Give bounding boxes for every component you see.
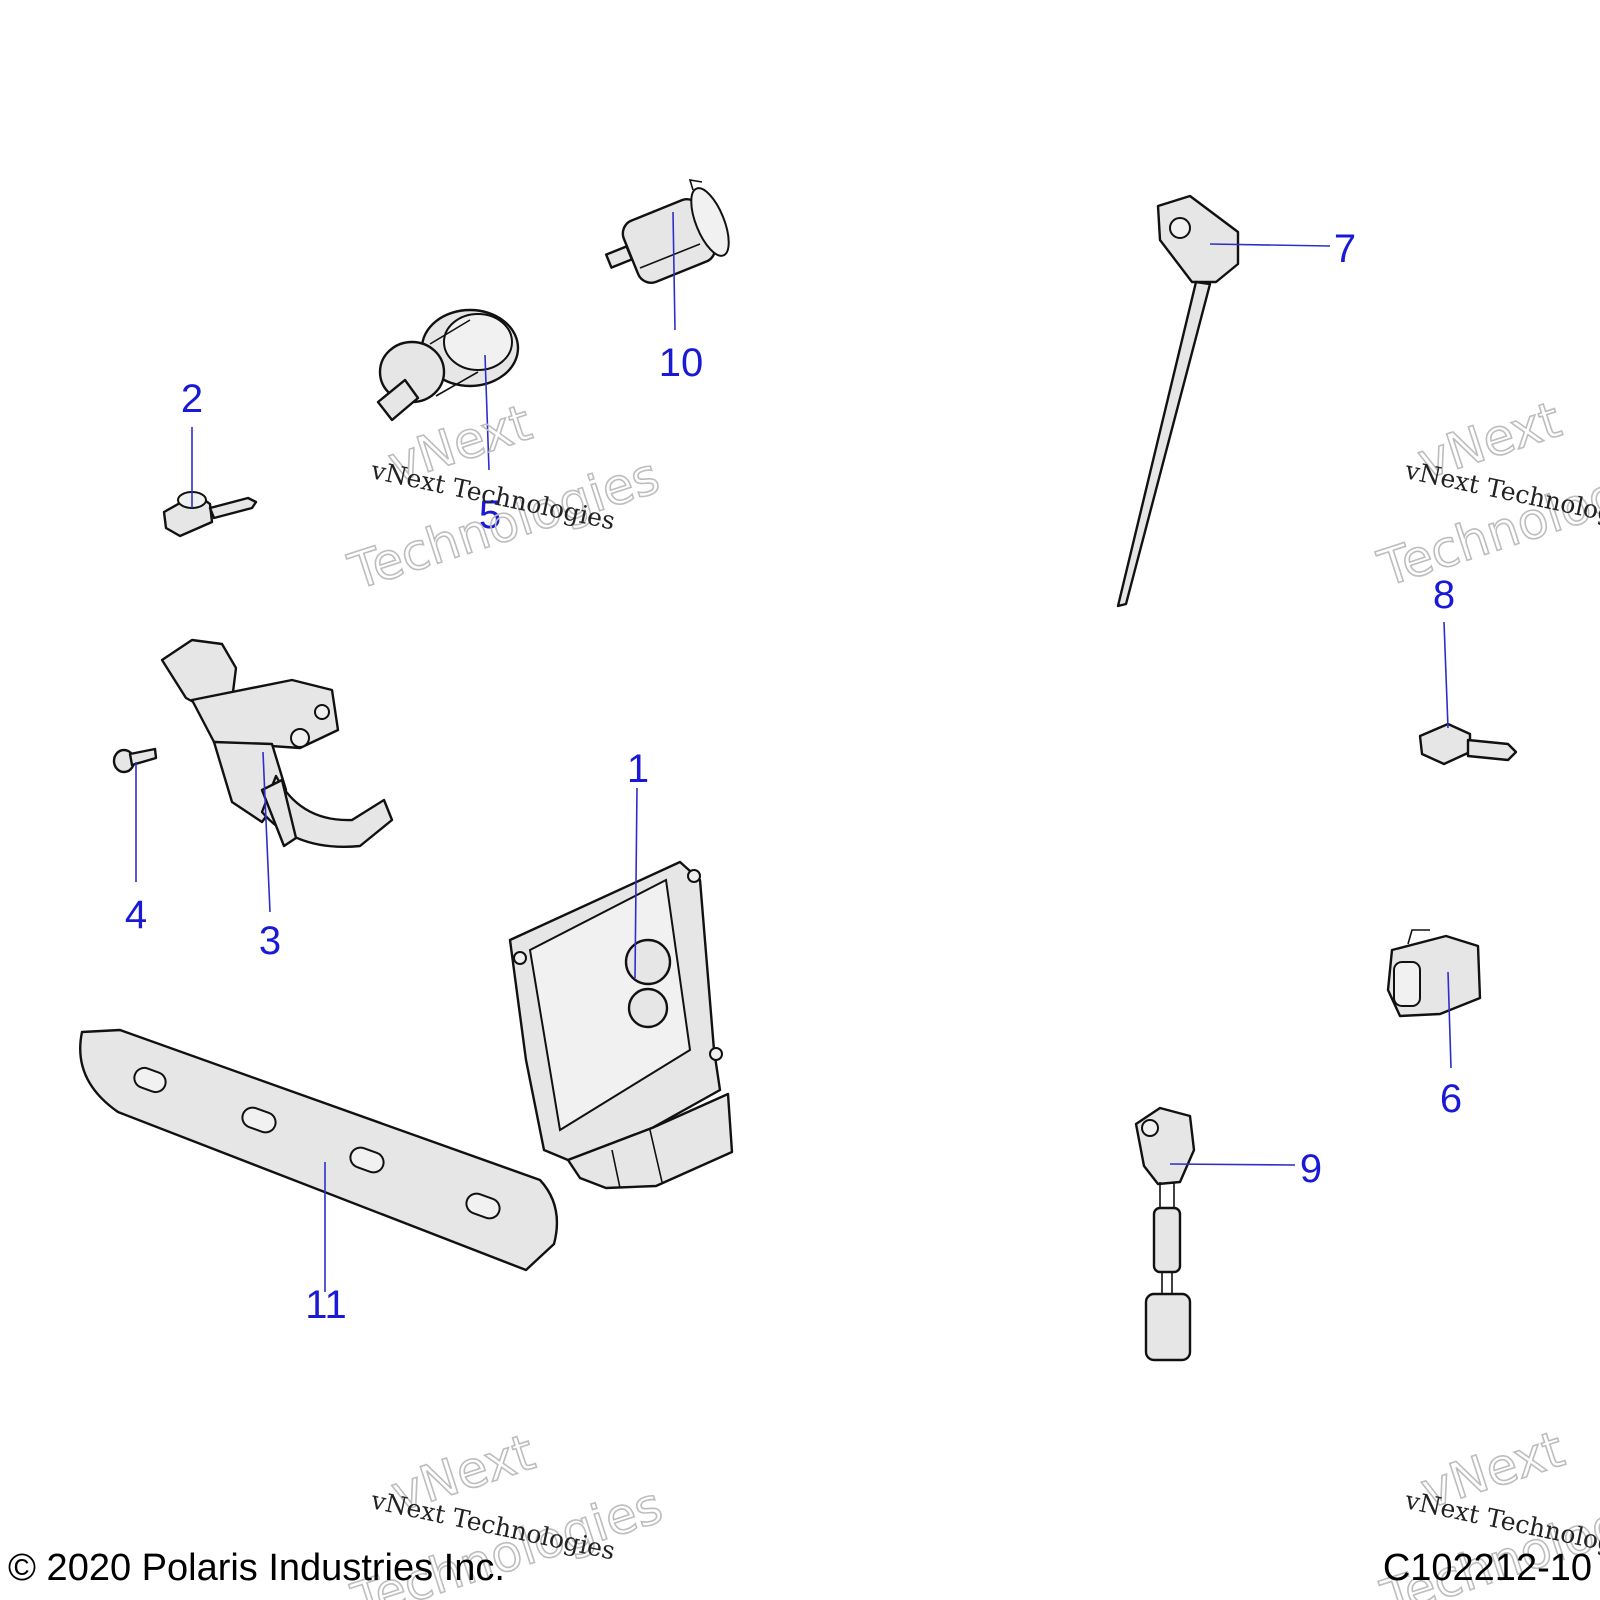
callout-10: 10 <box>659 341 704 385</box>
figure-code: C102212-10 <box>1383 1547 1592 1589</box>
callout-2: 2 <box>181 377 203 421</box>
callout-4: 4 <box>125 893 147 937</box>
part-9-pigtail-sensor <box>1134 1106 1196 1362</box>
callout-11: 11 <box>305 1283 347 1327</box>
part-6-map-sensor <box>1386 929 1482 1018</box>
part-2-sensor <box>162 491 258 538</box>
part-10-relay <box>604 178 730 284</box>
callout-9: 9 <box>1300 1147 1322 1191</box>
leader-lines <box>135 211 1452 1292</box>
callout-6: 6 <box>1440 1077 1462 1121</box>
part-3-valve <box>160 638 394 848</box>
part-8-temp-sensor <box>1418 722 1518 766</box>
part-4-screw <box>112 747 158 774</box>
callout-3: 3 <box>259 919 281 963</box>
callout-8: 8 <box>1433 573 1455 617</box>
part-5-key-switch <box>376 308 520 422</box>
callout-5: 5 <box>479 493 501 537</box>
part-1-ecu <box>508 860 734 1190</box>
part-7-level-sensor <box>1116 194 1240 608</box>
copyright-text: © 2020 Polaris Industries Inc. <box>8 1547 505 1589</box>
callout-7: 7 <box>1334 227 1356 271</box>
part-11-bracket <box>79 1028 559 1272</box>
callout-1: 1 <box>627 747 649 791</box>
callout-numbers: 1 2 3 4 5 6 7 8 9 10 11 <box>125 227 1462 1327</box>
